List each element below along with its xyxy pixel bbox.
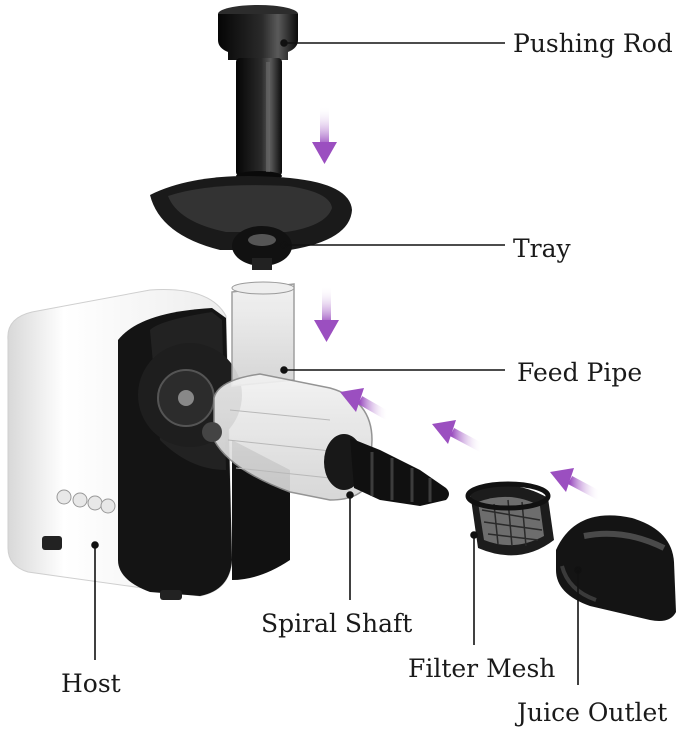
arrow-left-icon: [550, 468, 603, 500]
feed-pipe: [202, 281, 373, 501]
arrow-down-icon: [314, 286, 339, 342]
label-pushing-rod: Pushing Rod: [513, 29, 673, 58]
arrow-left-icon: [432, 420, 485, 452]
spiral-shaft: [324, 434, 449, 506]
tray: [150, 176, 352, 270]
arrow-left-icon: [340, 388, 391, 420]
pushing-rod: [218, 5, 298, 181]
arrow-down-icon: [312, 106, 337, 164]
label-spiral-shaft: Spiral Shaft: [261, 609, 412, 638]
control-buttons: [56, 489, 116, 514]
label-tray: Tray: [513, 234, 572, 263]
leader-lines: [91, 39, 582, 685]
juice-outlet: [556, 515, 676, 621]
label-host: Host: [61, 669, 121, 698]
label-juice-outlet: Juice Outlet: [514, 698, 667, 727]
label-feed-pipe: Feed Pipe: [517, 358, 642, 387]
filter-mesh: [465, 481, 554, 556]
label-filter-mesh: Filter Mesh: [408, 654, 555, 683]
